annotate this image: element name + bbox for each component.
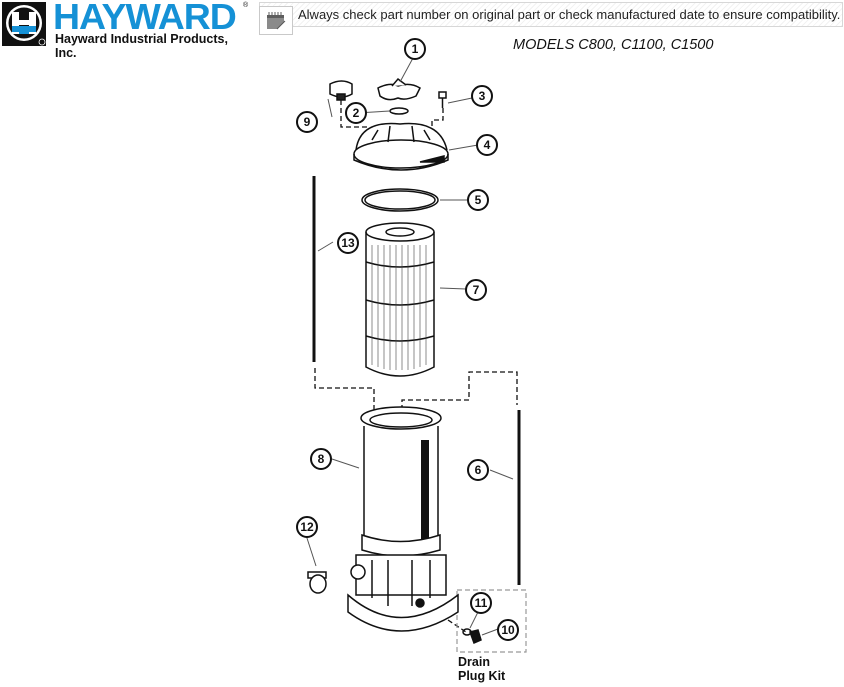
compatibility-notice: Always check part number on original par…: [259, 2, 843, 35]
callout-11: 11: [470, 592, 492, 614]
registered-mark: ®: [243, 2, 249, 9]
notice-text: Always check part number on original par…: [298, 7, 841, 22]
hayward-logo: HAYWARD ® Hayward Industrial Products, I…: [2, 0, 249, 60]
callout-4: 4: [476, 134, 498, 156]
calendar-icon: [259, 6, 293, 35]
callout-3: 3: [471, 85, 493, 107]
callout-13: 13: [337, 232, 359, 254]
brand-name: HAYWARD: [53, 0, 237, 37]
callout-5: 5: [467, 189, 489, 211]
models-title: MODELS C800, C1100, C1500: [513, 37, 714, 53]
drain-plug-kit-label: Drain Plug Kit: [458, 655, 505, 683]
callout-1: 1: [404, 38, 426, 60]
callout-8: 8: [310, 448, 332, 470]
company-name: Hayward Industrial Products, Inc.: [55, 32, 228, 60]
callout-7: 7: [465, 279, 487, 301]
kit-label-line2: Plug Kit: [458, 669, 506, 683]
callout-2: 2: [345, 102, 367, 124]
kit-label-line1: Drain: [458, 655, 490, 669]
callout-12: 12: [296, 516, 318, 538]
callout-9: 9: [296, 111, 318, 133]
callout-10: 10: [497, 619, 519, 641]
callout-6: 6: [467, 459, 489, 481]
hayward-h-logo-icon: [2, 2, 46, 46]
